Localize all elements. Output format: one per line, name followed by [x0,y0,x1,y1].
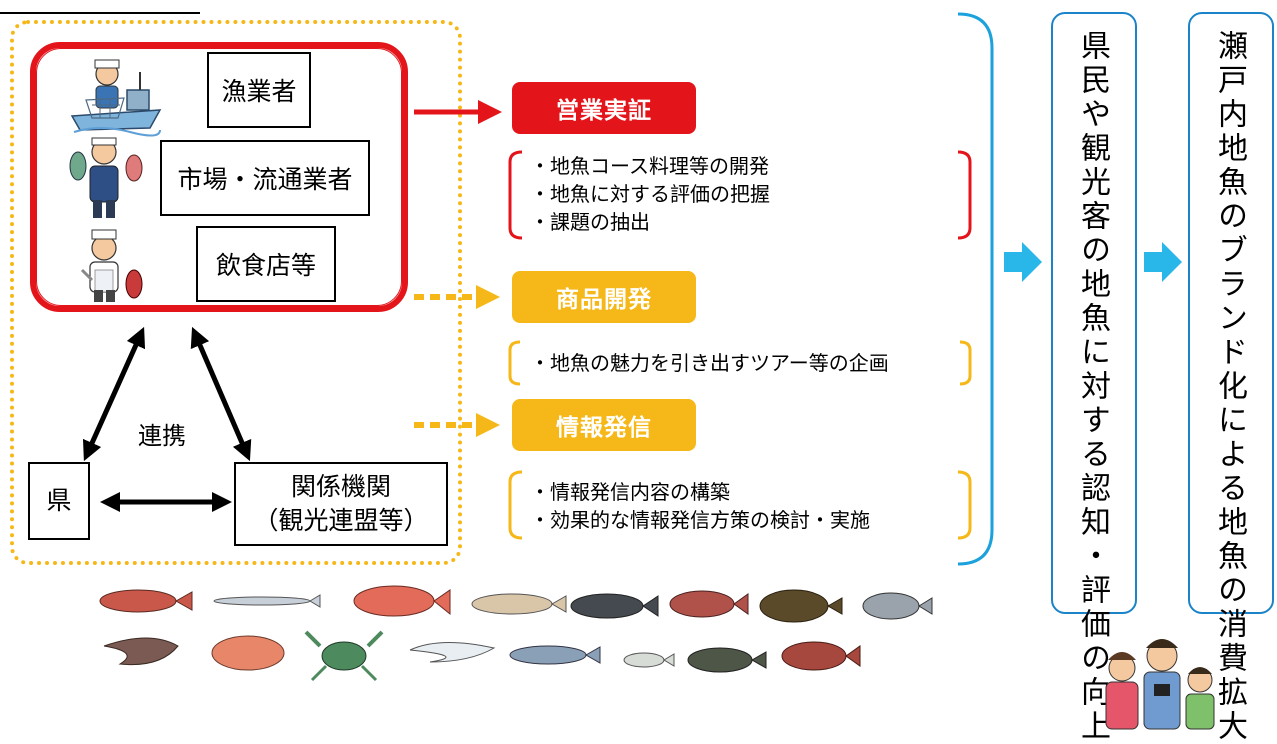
fish-icon [213,594,321,608]
info-dist-list: ・情報発信内容の構築 ・効果的な情報発信方策の検討・実施 [530,478,870,534]
related-orgs-line1: 関係機関 [290,472,391,502]
chef-icon [80,229,143,302]
fisher-box: 漁業者 [207,52,311,128]
arrow-to-sales-demo [414,100,502,124]
tourist-icon [1105,652,1139,730]
product-dev-title: 商品開発 [556,287,652,313]
list-item: ・地魚に対する評価の把握 [530,182,770,206]
top-rule [0,12,200,14]
product-dev-pill: 商品開発 [512,271,696,323]
outcome-connectors [957,12,1182,566]
info-dist-brackets [508,470,972,540]
sales-demo-brackets [508,150,972,240]
cooperation-arrows [82,326,252,512]
fish-icon [103,637,179,666]
list-item: ・効果的な情報発信方策の検討・実施 [530,508,870,532]
arrow-to-info-dist [414,413,500,437]
fish-icon [862,592,933,620]
market-label: 市場・流通業者 [177,165,353,194]
actors-frame [30,42,408,312]
outcome-box-awareness: 県民や観光客の地魚に対する認知・評価の向上 [1051,12,1137,744]
crab-icon [304,630,384,682]
restaurant-label: 飲食店等 [215,251,316,280]
tourists-illustration [1105,639,1215,730]
sales-demo-title: 営業実証 [556,98,652,124]
related-orgs-box: 関係機関 （観光連盟等） [234,462,448,546]
restaurant-box: 飲食店等 [196,226,336,302]
fish-icon [99,589,193,613]
cyan-arrow-1 [1004,242,1042,282]
fish-icon [781,641,861,671]
outcome-text-awareness: 県民や観光客の地魚に対する認知・評価の向上 [1075,30,1110,744]
list-item: ・地魚コース料理等の開発 [530,154,769,178]
actor-illustrations [69,59,162,302]
fish-icon [687,647,767,673]
product-dev-list: ・地魚の魅力を引き出すツアー等の企画 [530,349,889,377]
fish-icon [759,589,843,623]
fish-icon [211,635,285,671]
fish-icon [509,645,601,665]
partnership-frame [10,20,462,565]
product-dev-brackets [508,340,972,386]
fish-icon [623,652,675,668]
prefecture-label: 県 [46,486,72,516]
list-item: ・地魚の魅力を引き出すツアー等の企画 [530,351,889,375]
cooperation-arrow-right [190,326,252,462]
sales-demo-pill: 営業実証 [512,82,696,134]
tourist-icon [1143,639,1181,730]
cooperation-arrow-left [82,326,146,462]
fisher-icon [70,59,162,137]
list-item: ・課題の抽出 [530,210,650,234]
outcome-text-branding: 瀬戸内地魚のブランド化による地魚の消費拡大 [1212,30,1247,744]
prefecture-box: 県 [28,462,90,540]
arrow-to-product-dev [414,285,500,309]
fish-icon [471,593,567,615]
fish-illustrations [99,585,933,682]
fish-icon [570,593,659,619]
market-worker-icon [69,137,143,218]
info-dist-pill: 情報発信 [512,399,696,451]
info-dist-title: 情報発信 [556,415,652,441]
sales-demo-list: ・地魚コース料理等の開発 ・地魚に対する評価の把握 ・課題の抽出 [530,152,770,236]
actors-frame-inner [36,48,402,306]
fisher-label: 漁業者 [221,77,297,106]
fish-icon [353,585,451,617]
grouping-brace [957,12,994,566]
outcome-box-branding: 瀬戸内地魚のブランド化による地魚の消費拡大 [1188,12,1274,744]
cooperation-label: 連携 [138,422,186,450]
initiative-arrows [414,100,502,437]
fish-icon [409,642,496,663]
tourist-icon [1185,667,1215,730]
list-item: ・情報発信内容の構築 [530,480,730,504]
cyan-arrow-2 [1144,242,1182,282]
market-box: 市場・流通業者 [160,140,370,216]
fish-icon [669,590,749,618]
related-orgs-line2: （観光連盟等） [253,506,429,535]
